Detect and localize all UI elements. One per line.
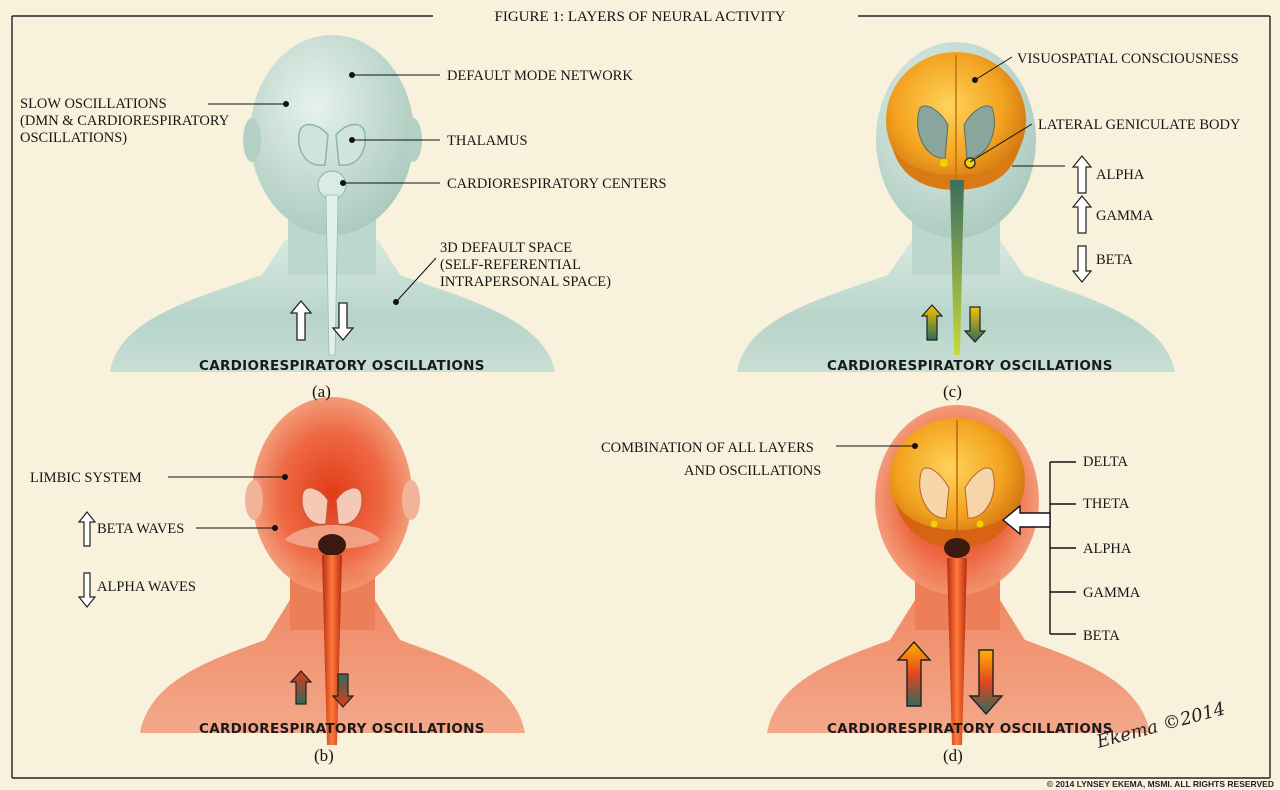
label-visuospatial-consciousness: VISUOSPATIAL CONSCIOUSNESS xyxy=(1017,50,1239,68)
label-default-mode-network: DEFAULT MODE NETWORK xyxy=(447,67,633,85)
label-gamma-d: GAMMA xyxy=(1083,584,1140,602)
figure-title: FIGURE 1: LAYERS OF NEURAL ACTIVITY xyxy=(0,9,1280,26)
panel-d-footer: CARDIORESPIRATORY OSCILLATIONS xyxy=(827,721,1113,737)
label-theta: THETA xyxy=(1083,495,1129,513)
label-alpha-d: ALPHA xyxy=(1083,540,1131,558)
label-delta: DELTA xyxy=(1083,453,1128,471)
label-beta-c: BETA xyxy=(1096,251,1133,269)
panel-a-letter: (a) xyxy=(312,382,331,402)
label-beta-waves: BETA WAVES xyxy=(97,520,184,538)
label-combination-line2: AND OSCILLATIONS xyxy=(684,462,821,480)
label-3d-default-space-line2: (SELF-REFERENTIAL xyxy=(440,256,581,274)
label-cardiorespiratory-centers: CARDIORESPIRATORY CENTERS xyxy=(447,175,667,193)
label-slow-oscillations-line3: OSCILLATIONS) xyxy=(20,129,127,147)
label-limbic-system: LIMBIC SYSTEM xyxy=(30,469,142,487)
panel-c-footer: CARDIORESPIRATORY OSCILLATIONS xyxy=(827,358,1113,374)
panel-d-letter: (d) xyxy=(943,746,963,766)
label-alpha-c: ALPHA xyxy=(1096,166,1144,184)
panel-c-wave-arrows xyxy=(1073,156,1091,282)
label-thalamus: THALAMUS xyxy=(447,132,528,150)
label-3d-default-space-line1: 3D DEFAULT SPACE xyxy=(440,239,572,257)
panel-b-wave-arrows xyxy=(79,512,95,607)
panel-d-bracket xyxy=(1050,462,1076,634)
panel-b-letter: (b) xyxy=(314,746,334,766)
label-combination-line1: COMBINATION OF ALL LAYERS xyxy=(601,439,814,457)
label-slow-oscillations-line1: SLOW OSCILLATIONS xyxy=(20,95,167,113)
copyright-notice: © 2014 LYNSEY EKEMA, MSMI. ALL RIGHTS RE… xyxy=(1047,779,1274,789)
label-alpha-waves: ALPHA WAVES xyxy=(97,578,196,596)
label-lateral-geniculate-body: LATERAL GENICULATE BODY xyxy=(1038,116,1240,134)
panel-c-letter: (c) xyxy=(943,382,962,402)
panel-b-footer: CARDIORESPIRATORY OSCILLATIONS xyxy=(199,721,485,737)
label-slow-oscillations-line2: (DMN & CARDIORESPIRATORY xyxy=(20,112,229,130)
panel-a-illustration xyxy=(110,35,555,372)
label-3d-default-space-line3: INTRAPERSONAL SPACE) xyxy=(440,273,611,291)
panel-b-illustration xyxy=(140,397,525,745)
panel-a-footer: CARDIORESPIRATORY OSCILLATIONS xyxy=(199,358,485,374)
label-beta-d: BETA xyxy=(1083,627,1120,645)
label-gamma-c: GAMMA xyxy=(1096,207,1153,225)
